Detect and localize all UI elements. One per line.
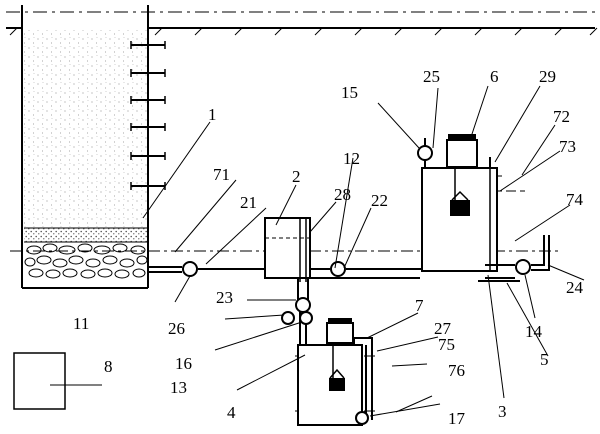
label-6: 6 — [490, 67, 499, 86]
label-3: 3 — [498, 402, 507, 421]
landfill-column — [21, 5, 149, 289]
label-73: 73 — [559, 137, 576, 156]
label-7: 7 — [415, 296, 424, 315]
valve-23 — [295, 297, 311, 313]
label-15: 15 — [341, 83, 358, 102]
controller-box — [13, 352, 66, 410]
label-12: 12 — [343, 149, 360, 168]
label-26: 26 — [168, 319, 185, 338]
label-21: 21 — [240, 193, 257, 212]
label-74: 74 — [566, 190, 584, 209]
label-24: 24 — [566, 278, 584, 297]
leader-lines — [50, 85, 585, 417]
label-17: 17 — [448, 409, 466, 428]
buffer-tank — [264, 217, 311, 282]
label-72: 72 — [553, 107, 570, 126]
label-22: 22 — [371, 191, 388, 210]
stirrer-motor — [446, 134, 478, 216]
valve-14 — [515, 259, 531, 275]
column-sampling-ports — [130, 41, 166, 192]
label-28: 28 — [334, 185, 351, 204]
label-13: 13 — [170, 378, 187, 397]
label-23: 23 — [216, 288, 233, 307]
valve-16 — [281, 311, 295, 325]
vertical-pipe — [297, 278, 309, 345]
label-8: 8 — [104, 357, 113, 376]
outlet-pipe — [478, 235, 550, 282]
label-71: 71 — [213, 165, 230, 184]
reactor-tank — [421, 157, 498, 272]
label-75: 75 — [438, 335, 455, 354]
label-25: 25 — [423, 67, 440, 86]
label-14: 14 — [525, 322, 543, 341]
label-29: 29 — [539, 67, 556, 86]
valve-12 — [330, 261, 346, 277]
collection-tank — [297, 318, 373, 426]
label-1: 1 — [208, 105, 217, 124]
label-76: 76 — [448, 361, 465, 380]
valve-15 — [417, 145, 433, 161]
ground-surface — [6, 11, 598, 36]
label-2: 2 — [292, 167, 301, 186]
valves — [182, 145, 531, 425]
label-5: 5 — [540, 350, 549, 369]
label-16: 16 — [175, 354, 192, 373]
label-11: 11 — [73, 314, 89, 333]
valve-17 — [355, 411, 369, 425]
valve-11 — [182, 261, 198, 277]
label-4: 4 — [227, 403, 236, 422]
label-27: 27 — [434, 319, 452, 338]
